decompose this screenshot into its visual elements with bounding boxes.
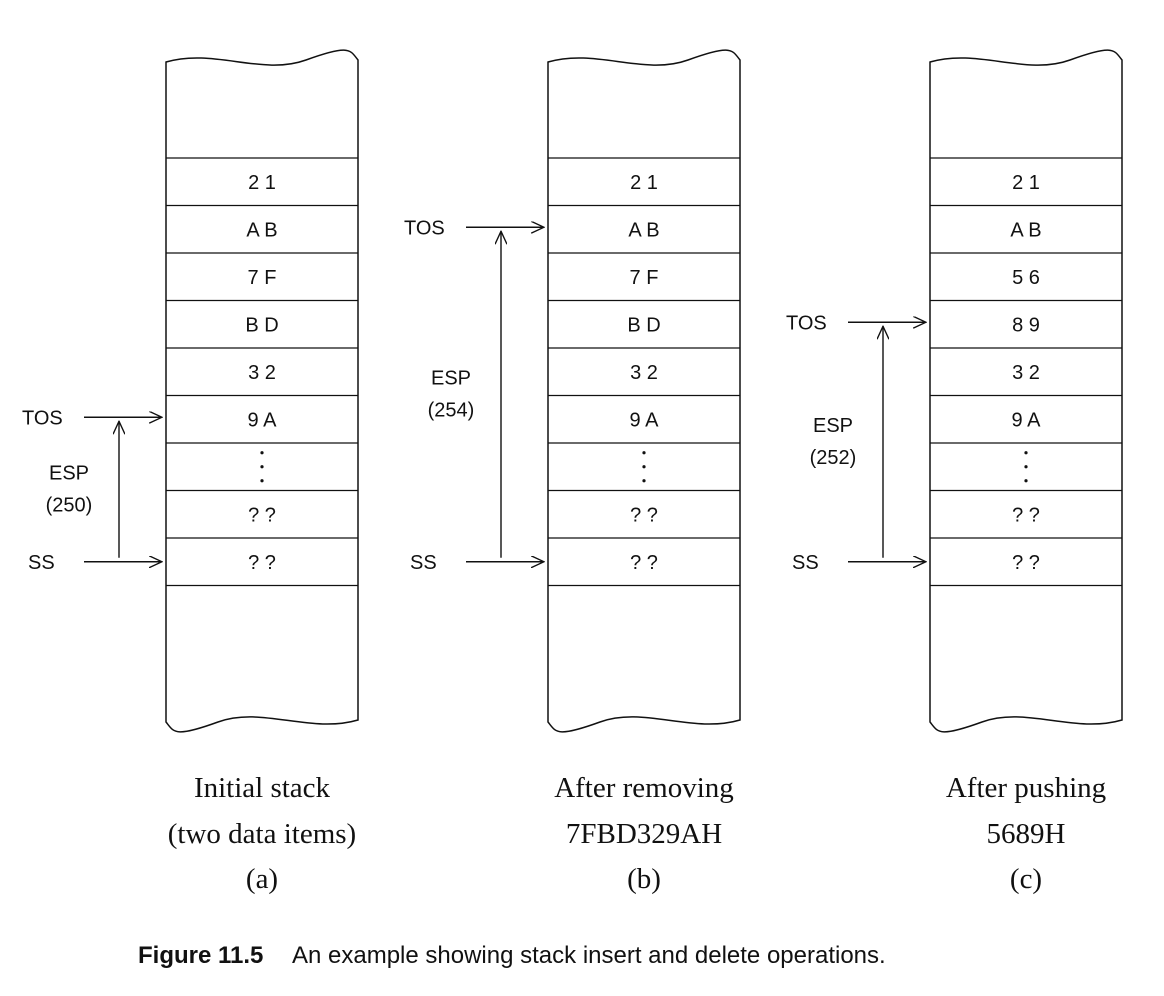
esp-label: ESP <box>431 368 471 390</box>
stack-cell: A B <box>628 219 659 241</box>
stack-cell: ? ? <box>630 504 658 526</box>
figure-number: Figure 11.5 <box>138 942 263 969</box>
panels-layer: 2 1 A B 7 F B D 3 2 9 A ? ? ? ? TOS SS ESP (250) Ini… <box>22 49 1123 895</box>
panel-caption-line2: 7FBD329AH <box>566 818 722 850</box>
stack-panel-b: 2 1 A B 7 F B D 3 2 9 A ? ? ? ? TOS SS ESP (254) Aft… <box>404 49 741 895</box>
esp-value: (254) <box>428 400 475 422</box>
esp-label: ESP <box>813 415 853 437</box>
stack-cell: ? ? <box>630 552 658 574</box>
stack-cell: 2 1 <box>1012 172 1040 194</box>
stack-ellipsis <box>1024 451 1028 483</box>
stack-panel-a: 2 1 A B 7 F B D 3 2 9 A ? ? ? ? TOS SS ESP (250) Ini… <box>22 49 359 895</box>
stack-cell: 2 1 <box>630 172 658 194</box>
ss-label: SS <box>792 552 819 574</box>
stack-cell: A B <box>1010 219 1041 241</box>
panel-caption-tag: (c) <box>1010 863 1042 895</box>
stack-ellipsis <box>642 451 646 483</box>
panel-caption-tag: (b) <box>627 863 661 895</box>
panel-caption-line1: After pushing <box>946 772 1106 804</box>
stack-cell: ? ? <box>1012 504 1040 526</box>
figure-caption: An example showing stack insert and dele… <box>292 942 886 969</box>
stack-outline <box>165 49 359 733</box>
tos-label: TOS <box>786 312 827 334</box>
stack-panel-c: 2 1 A B 5 6 8 9 3 2 9 A ? ? ? ? TOS SS ESP (252) Aft… <box>786 49 1123 895</box>
stack-cell: B D <box>627 314 660 336</box>
esp-value: (250) <box>46 495 93 517</box>
stack-outline <box>929 49 1123 733</box>
stack-cell: 3 2 <box>1012 362 1040 384</box>
stack-cell: A B <box>246 219 277 241</box>
stack-cell: 5 6 <box>1012 267 1040 289</box>
esp-value: (252) <box>810 447 857 469</box>
stack-cell: ? ? <box>1012 552 1040 574</box>
panel-caption-line1: After removing <box>554 772 734 804</box>
stack-cell: B D <box>245 314 278 336</box>
stack-cell: 9 A <box>248 409 278 431</box>
stack-cell: 3 2 <box>630 362 658 384</box>
panel-caption-line2: (two data items) <box>168 818 356 850</box>
stack-ellipsis <box>260 451 264 483</box>
esp-label: ESP <box>49 463 89 485</box>
stack-cell: 3 2 <box>248 362 276 384</box>
stack-outline <box>547 49 741 733</box>
panel-caption-line2: 5689H <box>987 818 1066 850</box>
ss-label: SS <box>410 552 437 574</box>
panel-caption-line1: Initial stack <box>194 772 331 804</box>
stack-cell: 9 A <box>1012 409 1042 431</box>
stack-cell: 7 F <box>248 267 277 289</box>
tos-label: TOS <box>404 217 445 239</box>
ss-label: SS <box>28 552 55 574</box>
stack-cell: 7 F <box>630 267 659 289</box>
panel-caption-tag: (a) <box>246 863 278 895</box>
stack-cell: 2 1 <box>248 172 276 194</box>
tos-label: TOS <box>22 407 63 429</box>
stack-cell: ? ? <box>248 504 276 526</box>
stack-cell: 8 9 <box>1012 314 1040 336</box>
stack-cell: ? ? <box>248 552 276 574</box>
stack-cell: 9 A <box>630 409 660 431</box>
